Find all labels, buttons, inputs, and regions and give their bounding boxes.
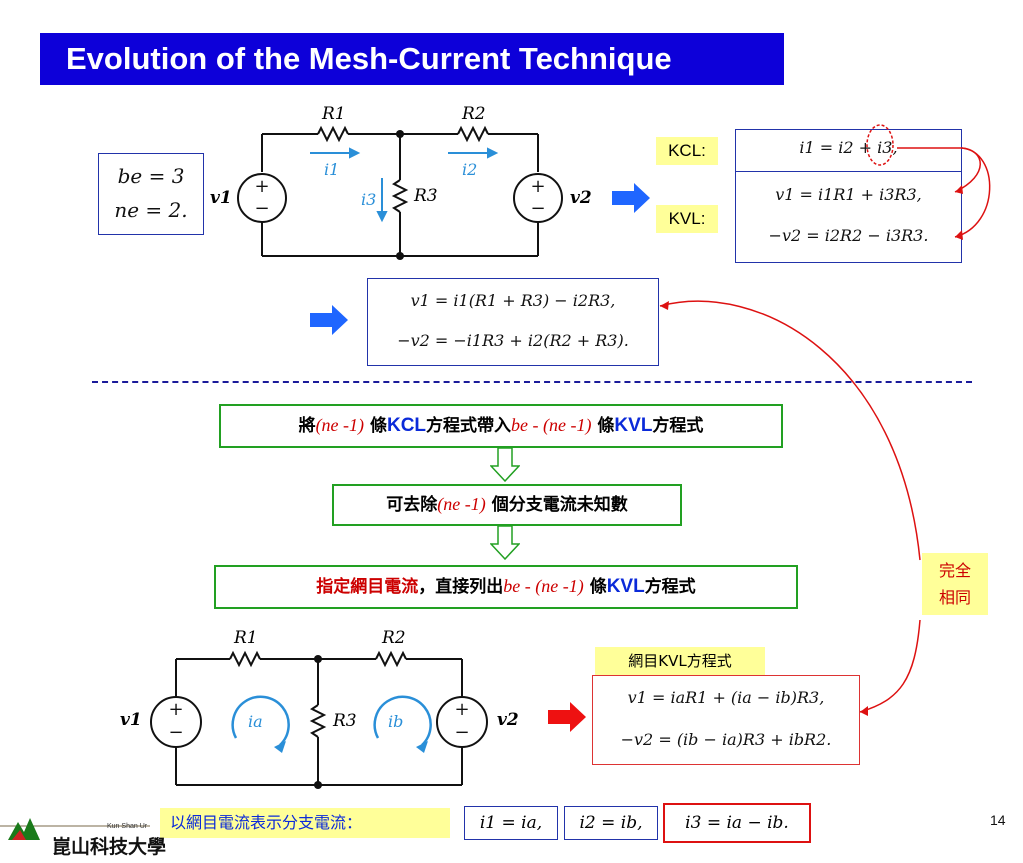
branch-equation-3: i3 = ia − ib. bbox=[663, 803, 811, 843]
mesh-equation-1: v1 = iaR1 + (ia − ib)R3, bbox=[627, 688, 825, 707]
step3-mid: ，直接列出 bbox=[418, 577, 504, 597]
svg-text:−: − bbox=[254, 198, 269, 219]
step2-suffix: 個分支電流未知數 bbox=[491, 495, 628, 515]
step1-kvl: KVL bbox=[614, 415, 653, 436]
ne-value: ne = 2. bbox=[114, 198, 188, 222]
combined-equation-1: v1 = i1(R1 + R3) − i2R3, bbox=[410, 291, 616, 310]
step1-suffix: 方程式 bbox=[652, 416, 704, 436]
svg-text:+: + bbox=[168, 699, 183, 720]
step2-expr: (ne -1) bbox=[437, 494, 486, 514]
school-name-en: Kun Shan Ur bbox=[107, 823, 148, 830]
step3-red-text: 指定網目電流 bbox=[316, 577, 419, 597]
branch-node-count-box: be = 3 ne = 2. bbox=[98, 153, 204, 235]
branch-circuit-diagram: + − + − bbox=[237, 125, 563, 260]
svg-text:+: + bbox=[530, 176, 545, 197]
down-arrow-icon bbox=[490, 526, 520, 560]
i1-label: i1 bbox=[324, 160, 340, 179]
mesh-ib-label: ib bbox=[388, 712, 404, 731]
mesh-equation-2: −v2 = (ib − ia)R3 + ibR2. bbox=[620, 730, 832, 749]
step1-kcl: KCL bbox=[386, 415, 427, 436]
step3-suffix: 方程式 bbox=[644, 577, 696, 597]
mesh-v1-label: v1 bbox=[120, 710, 142, 730]
mesh-v2-label: v2 bbox=[497, 710, 519, 730]
step1-expr1: (ne -1) bbox=[315, 415, 365, 435]
step1-prefix: 將 bbox=[298, 416, 316, 436]
step3-kvl: KVL bbox=[606, 576, 645, 597]
i3-label: i3 bbox=[361, 190, 377, 209]
kvl-label: KVL: bbox=[656, 205, 718, 233]
r2-label: R2 bbox=[462, 104, 486, 124]
svg-text:−: − bbox=[454, 722, 469, 743]
kvl-equation-1: v1 = i1R1 + i3R3, bbox=[775, 185, 922, 204]
school-name-zh: 崑山科技大學 bbox=[52, 836, 167, 858]
v1-label: v1 bbox=[210, 188, 232, 208]
step3-mid2: 條 bbox=[589, 577, 607, 597]
section-divider bbox=[92, 381, 972, 383]
identical-note-line1: 完全 bbox=[938, 561, 971, 580]
step1-mid1: 條 bbox=[369, 416, 387, 436]
mesh-r1-label: R1 bbox=[234, 628, 258, 648]
university-logo bbox=[0, 818, 150, 840]
svg-text:−: − bbox=[168, 722, 183, 743]
mesh-ia-label: ia bbox=[248, 712, 263, 731]
step3-expr: be - (ne -1) bbox=[503, 576, 584, 596]
right-arrow-icon bbox=[548, 702, 586, 732]
mesh-kvl-equations-box: v1 = iaR1 + (ia − ib)R3, −v2 = (ib − ia)… bbox=[592, 675, 860, 765]
step1-expr2: be - (ne -1) bbox=[511, 415, 592, 435]
kcl-equation: i1 = i2 + i3, bbox=[799, 138, 898, 157]
mesh-r2-label: R2 bbox=[382, 628, 406, 648]
combined-equation-2: −v2 = −i1R3 + i2(R2 + R3). bbox=[397, 331, 629, 350]
step2-box: 可去除(ne -1) 個分支電流未知數 bbox=[332, 484, 682, 526]
identical-note-line2: 相同 bbox=[938, 588, 971, 607]
svg-text:+: + bbox=[454, 699, 469, 720]
kcl-kvl-divider bbox=[736, 171, 961, 172]
branch-current-label: 以網目電流表示分支電流： bbox=[160, 808, 450, 838]
step1-box: 將(ne -1) 條KCL方程式帶入be - (ne -1) 條KVL方程式 bbox=[219, 404, 783, 448]
step1-mid3: 條 bbox=[597, 416, 615, 436]
down-arrow-icon bbox=[490, 448, 520, 482]
r3-label: R3 bbox=[414, 186, 438, 206]
i2-label: i2 bbox=[462, 160, 478, 179]
identical-note: 完全 相同 bbox=[922, 553, 988, 615]
svg-text:+: + bbox=[254, 176, 269, 197]
page-title: Evolution of the Mesh-Current Technique bbox=[40, 33, 784, 85]
mesh-r3-label: R3 bbox=[333, 711, 357, 731]
be-value: be = 3 bbox=[117, 164, 185, 188]
right-arrow-icon bbox=[310, 305, 348, 335]
step2-prefix: 可去除 bbox=[386, 495, 438, 515]
kcl-label: KCL: bbox=[656, 137, 718, 165]
mesh-circuit-diagram: + − + − bbox=[150, 650, 488, 789]
svg-text:−: − bbox=[530, 198, 545, 219]
v2-label: v2 bbox=[570, 188, 592, 208]
branch-equation-1: i1 = ia, bbox=[464, 806, 558, 840]
page-number: 14 bbox=[990, 812, 1006, 828]
step3-box: 指定網目電流，直接列出be - (ne -1) 條KVL方程式 bbox=[214, 565, 798, 609]
mesh-kvl-label: 網目KVL方程式 bbox=[595, 647, 765, 675]
step1-mid2: 方程式帶入 bbox=[426, 416, 512, 436]
kvl-equation-2: −v2 = i2R2 − i3R3. bbox=[768, 226, 929, 245]
kcl-kvl-equations-box: i1 = i2 + i3, v1 = i1R1 + i3R3, −v2 = i2… bbox=[735, 129, 962, 263]
right-arrow-icon bbox=[612, 183, 650, 213]
r1-label: R1 bbox=[322, 104, 346, 124]
branch-equation-2: i2 = ib, bbox=[564, 806, 658, 840]
combined-equations-box: v1 = i1(R1 + R3) − i2R3, −v2 = −i1R3 + i… bbox=[367, 278, 659, 366]
